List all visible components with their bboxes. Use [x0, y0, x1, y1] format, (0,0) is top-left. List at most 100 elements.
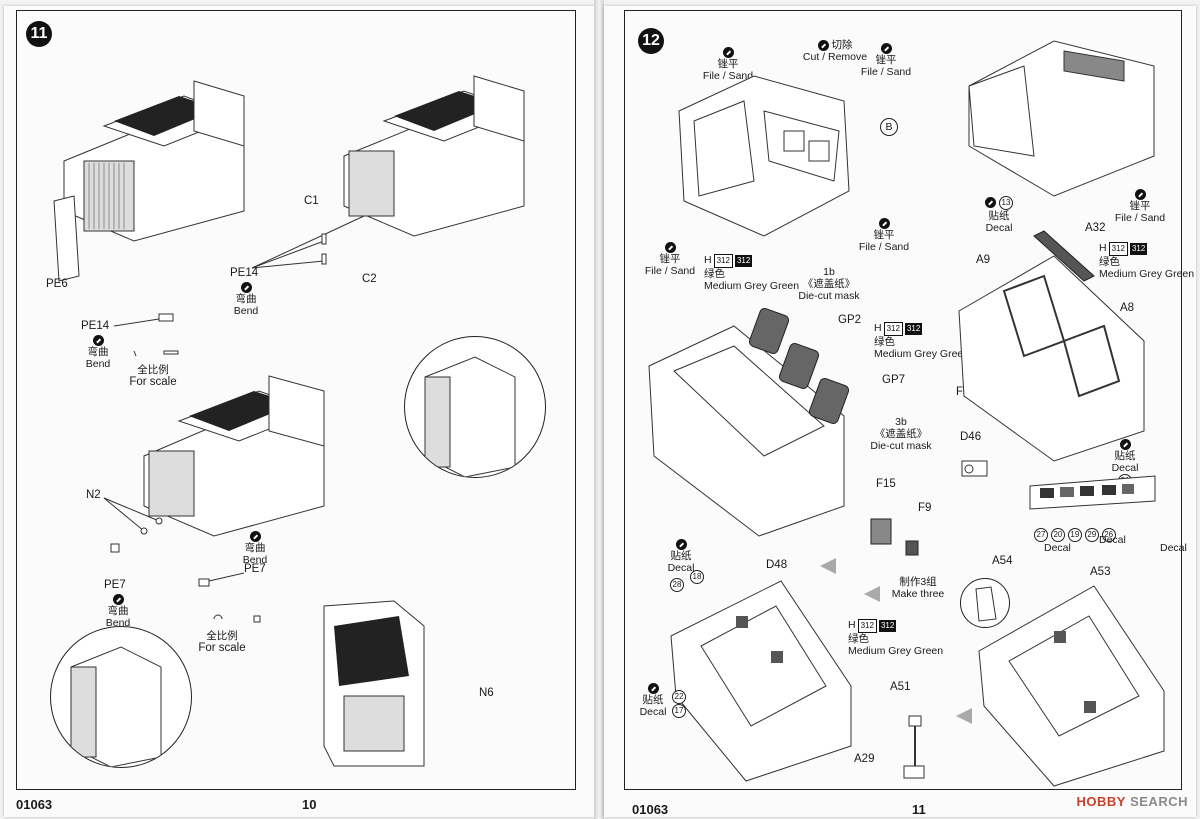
scale-en: For scale: [198, 642, 246, 654]
label-d48: D48: [766, 559, 788, 571]
label-c1: C1: [304, 195, 319, 207]
file-sand-en: File / Sand: [860, 66, 912, 78]
paint-h: H: [874, 322, 882, 334]
pe14-scale-parts: [113, 313, 179, 357]
cab-floor-left: [670, 580, 852, 782]
mask-cn: 《遮盖纸》: [874, 428, 928, 440]
cut-remove-callout: 切除 Cut / Remove: [800, 39, 870, 63]
label-d46: D46: [960, 431, 982, 443]
decal-callout-bottom: 贴纸 Decal: [638, 682, 668, 718]
bend-callout-2: 弯曲 Bend: [84, 334, 112, 370]
flow-arrow-2: [864, 586, 880, 602]
mask-3b-number: 3b: [895, 416, 907, 428]
step-11-badge: 11: [26, 21, 52, 47]
file-sand-callout-1: 锉平 File / Sand: [698, 46, 758, 82]
a51-a29-parts: [903, 715, 925, 779]
f15-f9-parts: [870, 518, 919, 556]
paint-code-white: 312: [713, 254, 733, 268]
pe14-leader-lines: [251, 215, 365, 269]
file-sand-en: File / Sand: [1114, 212, 1166, 224]
right-page: 12 锉平 File / Sand 切除 Cut / Remove 锉平 Fil…: [604, 6, 1196, 817]
bend-icon: [240, 281, 252, 293]
decal-numbers-22-17: 22 17: [672, 690, 686, 718]
mask-en: Die-cut mask: [870, 440, 932, 452]
mask-3b-callout: 3b 《遮盖纸》 Die-cut mask: [866, 416, 936, 452]
label-c2: C2: [362, 273, 377, 285]
label-gp2: GP2: [838, 314, 862, 326]
hull-assembly-top-right: [343, 75, 525, 237]
label-a8: A8: [1120, 302, 1135, 314]
cab-assembly-top-left: [678, 75, 850, 237]
decal-numbers-18: 18: [690, 570, 704, 584]
decal-en: Decal: [667, 562, 695, 574]
bend-cn: 弯曲: [244, 542, 266, 554]
bend-callout-4: 弯曲 Bend: [241, 530, 269, 566]
make-three-en: Make three: [891, 588, 945, 600]
paint-code-black: 312: [904, 323, 923, 335]
label-a54: A54: [992, 555, 1013, 567]
file-sand-cn: 锉平: [717, 58, 739, 70]
decal-en: Decal: [985, 222, 1013, 234]
hull-assembly-bottom: [323, 600, 425, 767]
make-three-note: 制作3组 Make three: [888, 576, 948, 600]
bend-callout-3: 弯曲 Bend: [104, 593, 132, 629]
scale-cn: 全比例: [137, 364, 169, 376]
decal-en: Decal: [1111, 462, 1139, 474]
file-sand-cn: 锉平: [875, 54, 897, 66]
paint-code-black: 312: [1129, 243, 1148, 255]
scale-cn: 全比例: [206, 630, 238, 642]
watermark-suffix: SEARCH: [1130, 794, 1188, 809]
label-pe7: PE7: [104, 579, 126, 591]
label-a51: A51: [890, 681, 911, 693]
label-a53: A53: [1090, 566, 1111, 578]
paint-color-en: Medium Grey Green: [1099, 268, 1195, 280]
flow-arrow-1: [820, 558, 836, 574]
label-n6: N6: [479, 687, 494, 699]
decal-number: 20: [1050, 528, 1065, 542]
paint-h: H: [1099, 242, 1107, 254]
paint-h: H: [848, 619, 856, 631]
decal-callout-13: 13 贴纸 Decal: [984, 196, 1014, 234]
watermark-brand: HOBBY: [1076, 794, 1126, 809]
label-gp7: GP7: [882, 374, 906, 386]
paint-color-cn: 绿色: [874, 336, 895, 348]
bend-icon: [112, 593, 124, 605]
paint-color-cn: 绿色: [1099, 256, 1120, 268]
bend-icon: [249, 530, 261, 542]
paint-code-white: 312: [883, 322, 903, 336]
file-sand-callout-5: 锉平 File / Sand: [1110, 188, 1170, 224]
bend-callout-1: 弯曲 Bend: [232, 281, 260, 317]
cut-remove-en: Cut / Remove: [802, 51, 868, 63]
pe7-scale-parts: [198, 572, 261, 623]
decal-number: 13: [998, 196, 1013, 210]
detail-zoom-circle-1: [404, 336, 546, 478]
scale-note-2: 全比例 For scale: [197, 630, 247, 654]
file-sand-callout-3: 锉平 File / Sand: [854, 217, 914, 253]
mask-cn: 《遮盖纸》: [802, 278, 856, 290]
scale-note-1: 全比例 For scale: [128, 364, 178, 388]
bend-cn: 弯曲: [235, 293, 257, 305]
paint-code-black: 312: [878, 620, 897, 632]
file-icon: [664, 241, 676, 253]
left-page-number: 10: [302, 797, 317, 812]
decal-text-1: Decal: [1044, 542, 1071, 554]
label-n2: N2: [86, 489, 101, 501]
make-three-cn: 制作3组: [899, 576, 937, 588]
hull-assembly-middle: [143, 375, 325, 537]
decal-callout-top: 贴纸 Decal: [666, 538, 696, 574]
paint-code-white: 312: [857, 619, 877, 633]
label-a9: A9: [976, 254, 991, 266]
decal-number: 28: [670, 578, 684, 592]
decal-number-row: 27 20 19 29 26: [1034, 528, 1116, 542]
label-pe14: PE14: [230, 267, 259, 279]
right-page-number: 11: [912, 802, 926, 817]
bend-icon: [92, 334, 104, 346]
bend-cn: 弯曲: [107, 605, 129, 617]
label-a32: A32: [1085, 222, 1106, 234]
right-footer-code: 01063: [632, 802, 669, 817]
paint-code-black: 312: [734, 255, 753, 267]
file-icon: [722, 46, 734, 58]
